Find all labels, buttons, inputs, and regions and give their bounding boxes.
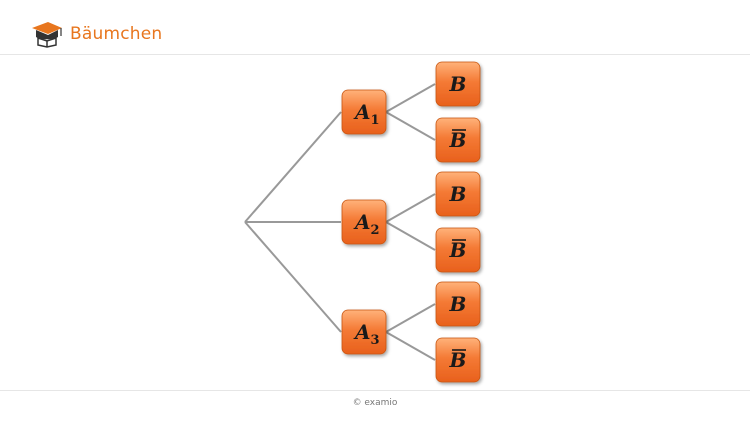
node-a3-b: B [435,281,481,327]
edge-a2-b2 [385,221,436,251]
node-a2-b-complement: B [435,227,481,273]
edge-root-a3 [244,221,342,333]
node-a3-box [341,309,387,355]
node-a3-b-complement: B [435,337,481,383]
node-a1-b-complement-label: B [449,128,467,152]
node-a2-box [341,199,387,245]
edge-a3-b1 [385,303,436,333]
node-a2-label: A2 [353,210,380,238]
node-a2-b-label: B [449,182,467,206]
node-a1-label: A1 [353,100,380,128]
node-a2: A2 [341,199,387,245]
node-a2-b-box [435,171,481,217]
node-a3-b-box [435,281,481,327]
header-bar: Bäumchen [0,0,750,55]
node-a3-b-complement-label: B [449,348,467,372]
edge-a2-b1 [385,193,436,223]
node-a2-b: B [435,171,481,217]
node-a3: A3 [341,309,387,355]
graduation-cap-logo-icon [32,22,62,48]
page-title: Bäumchen [70,24,163,44]
node-a2-b-complement-label: B [449,238,467,262]
node-a1: A1 [341,89,387,135]
node-a1-b-complement-box [435,117,481,163]
node-a1-b-complement: B [435,117,481,163]
node-a1-b-label: B [449,72,467,96]
node-a1-b-box [435,61,481,107]
node-a1-b: B [435,61,481,107]
edge-root-a1 [244,111,342,223]
footer-copyright: © examio [352,398,398,408]
node-a3-b-label: B [449,292,467,316]
node-a3-b-complement-box [435,337,481,383]
node-a1-box [341,89,387,135]
edge-a3-b2 [385,331,436,361]
edge-a1-b1 [385,83,436,113]
edge-a1-b2 [385,111,436,141]
node-a2-b-complement-box [435,227,481,273]
node-a3-label: A3 [353,320,380,348]
footer-divider [0,390,750,391]
